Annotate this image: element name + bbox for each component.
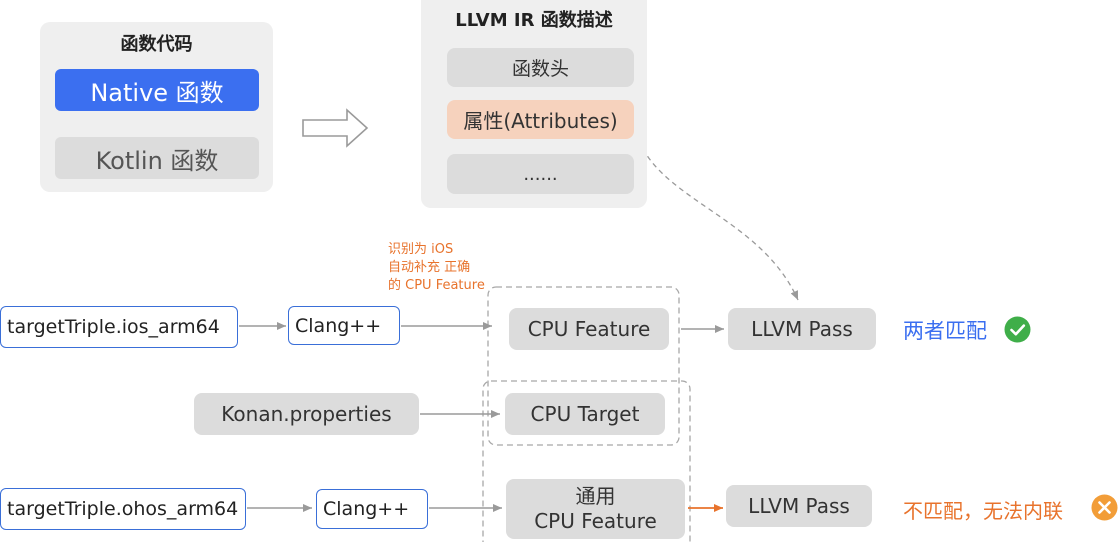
annotation-line-2: 自动补充 正确: [388, 260, 471, 275]
generic-cpu-feature-line-2: CPU Feature: [534, 509, 657, 533]
llvm-pass-box-ohos: LLVM Pass: [726, 485, 872, 527]
function-header-box: 函数头: [447, 48, 634, 87]
ohos-target-triple-box: targetTriple.ohos_arm64: [0, 488, 246, 530]
match-result-label: 两者匹配: [903, 319, 987, 343]
cpu-target-box: CPU Target: [505, 393, 665, 435]
kotlin-function-box: Kotlin 函数: [55, 137, 259, 179]
ios-target-triple-box: targetTriple.ios_arm64: [0, 306, 238, 348]
attributes-to-pass-curve: [635, 131, 799, 301]
generic-cpu-feature-box: 通用 CPU Feature: [506, 479, 685, 539]
annotation-line-1: 识别为 iOS: [388, 242, 454, 257]
clang-box-ohos: Clang++: [316, 489, 428, 529]
llvm-pass-box-ios: LLVM Pass: [728, 308, 876, 350]
llvm-ir-title: LLVM IR 函数描述: [455, 10, 613, 31]
annotation-line-3: 的 CPU Feature: [388, 278, 485, 293]
clang-box-ios: Clang++: [288, 306, 400, 345]
konan-properties-box: Konan.properties: [194, 393, 419, 435]
annotation-text: 识别为 iOS 自动补充 正确 的 CPU Feature: [388, 241, 508, 295]
close-circle-icon: [1091, 494, 1118, 521]
ellipsis-box: ......: [447, 154, 634, 194]
feature-dashed-group: [487, 286, 680, 446]
cpu-feature-box: CPU Feature: [509, 308, 669, 350]
native-function-box: Native 函数: [55, 69, 259, 111]
attributes-box: 属性(Attributes): [447, 100, 634, 139]
mismatch-result-label: 不匹配，无法内联: [903, 499, 1063, 523]
flow-hollow-arrow: [302, 108, 369, 148]
generic-cpu-feature-line-1: 通用: [575, 484, 616, 508]
check-circle-icon: [1004, 316, 1031, 343]
function-code-title: 函数代码: [120, 34, 193, 55]
target-dashed-group: [482, 380, 691, 542]
